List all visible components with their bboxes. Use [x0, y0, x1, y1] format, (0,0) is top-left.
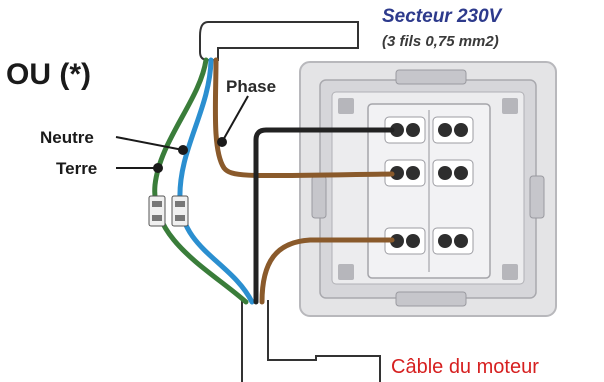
neutre-leader-dot — [178, 145, 188, 155]
terre-label: Terre — [56, 159, 97, 178]
neutre-leader-line — [115, 136, 184, 151]
terminal-block — [384, 116, 474, 255]
motor-brown-wire — [259, 237, 395, 305]
moteur-label: Câble du moteur — [391, 356, 539, 378]
phase-leader-line — [221, 95, 249, 143]
mounting-hole-top-right — [502, 98, 518, 114]
mounting-hole-top-left — [338, 98, 354, 114]
terminal-mid-right — [432, 159, 474, 187]
terminal-top-left — [384, 116, 426, 144]
mounting-hole-bottom-right — [502, 264, 518, 280]
motor-black-wire — [253, 127, 395, 305]
mounting-hole-bottom-left — [338, 264, 354, 280]
mains-cable-sheath — [199, 21, 359, 61]
terminal-top-right — [432, 116, 474, 144]
terminal-mid-left — [384, 159, 426, 187]
motor-cable-sheath — [241, 300, 381, 382]
switch-plate — [299, 61, 557, 317]
fils-label: (3 fils 0,75 mm2) — [382, 33, 499, 50]
terminal-bottom-right — [432, 227, 474, 255]
earth-wire — [152, 57, 249, 305]
ou-label: OU (*) — [6, 58, 91, 91]
wire-connector-neutral — [171, 195, 189, 227]
neutre-label: Neutre — [40, 128, 94, 147]
phase-leader-dot — [217, 137, 227, 147]
phase-label: Phase — [226, 77, 276, 96]
terre-leader-dot — [153, 163, 163, 173]
terminal-bottom-left — [384, 227, 426, 255]
secteur-label: Secteur 230V — [382, 6, 503, 27]
phase-wire — [212, 57, 395, 179]
wire-connector-earth — [148, 195, 166, 227]
